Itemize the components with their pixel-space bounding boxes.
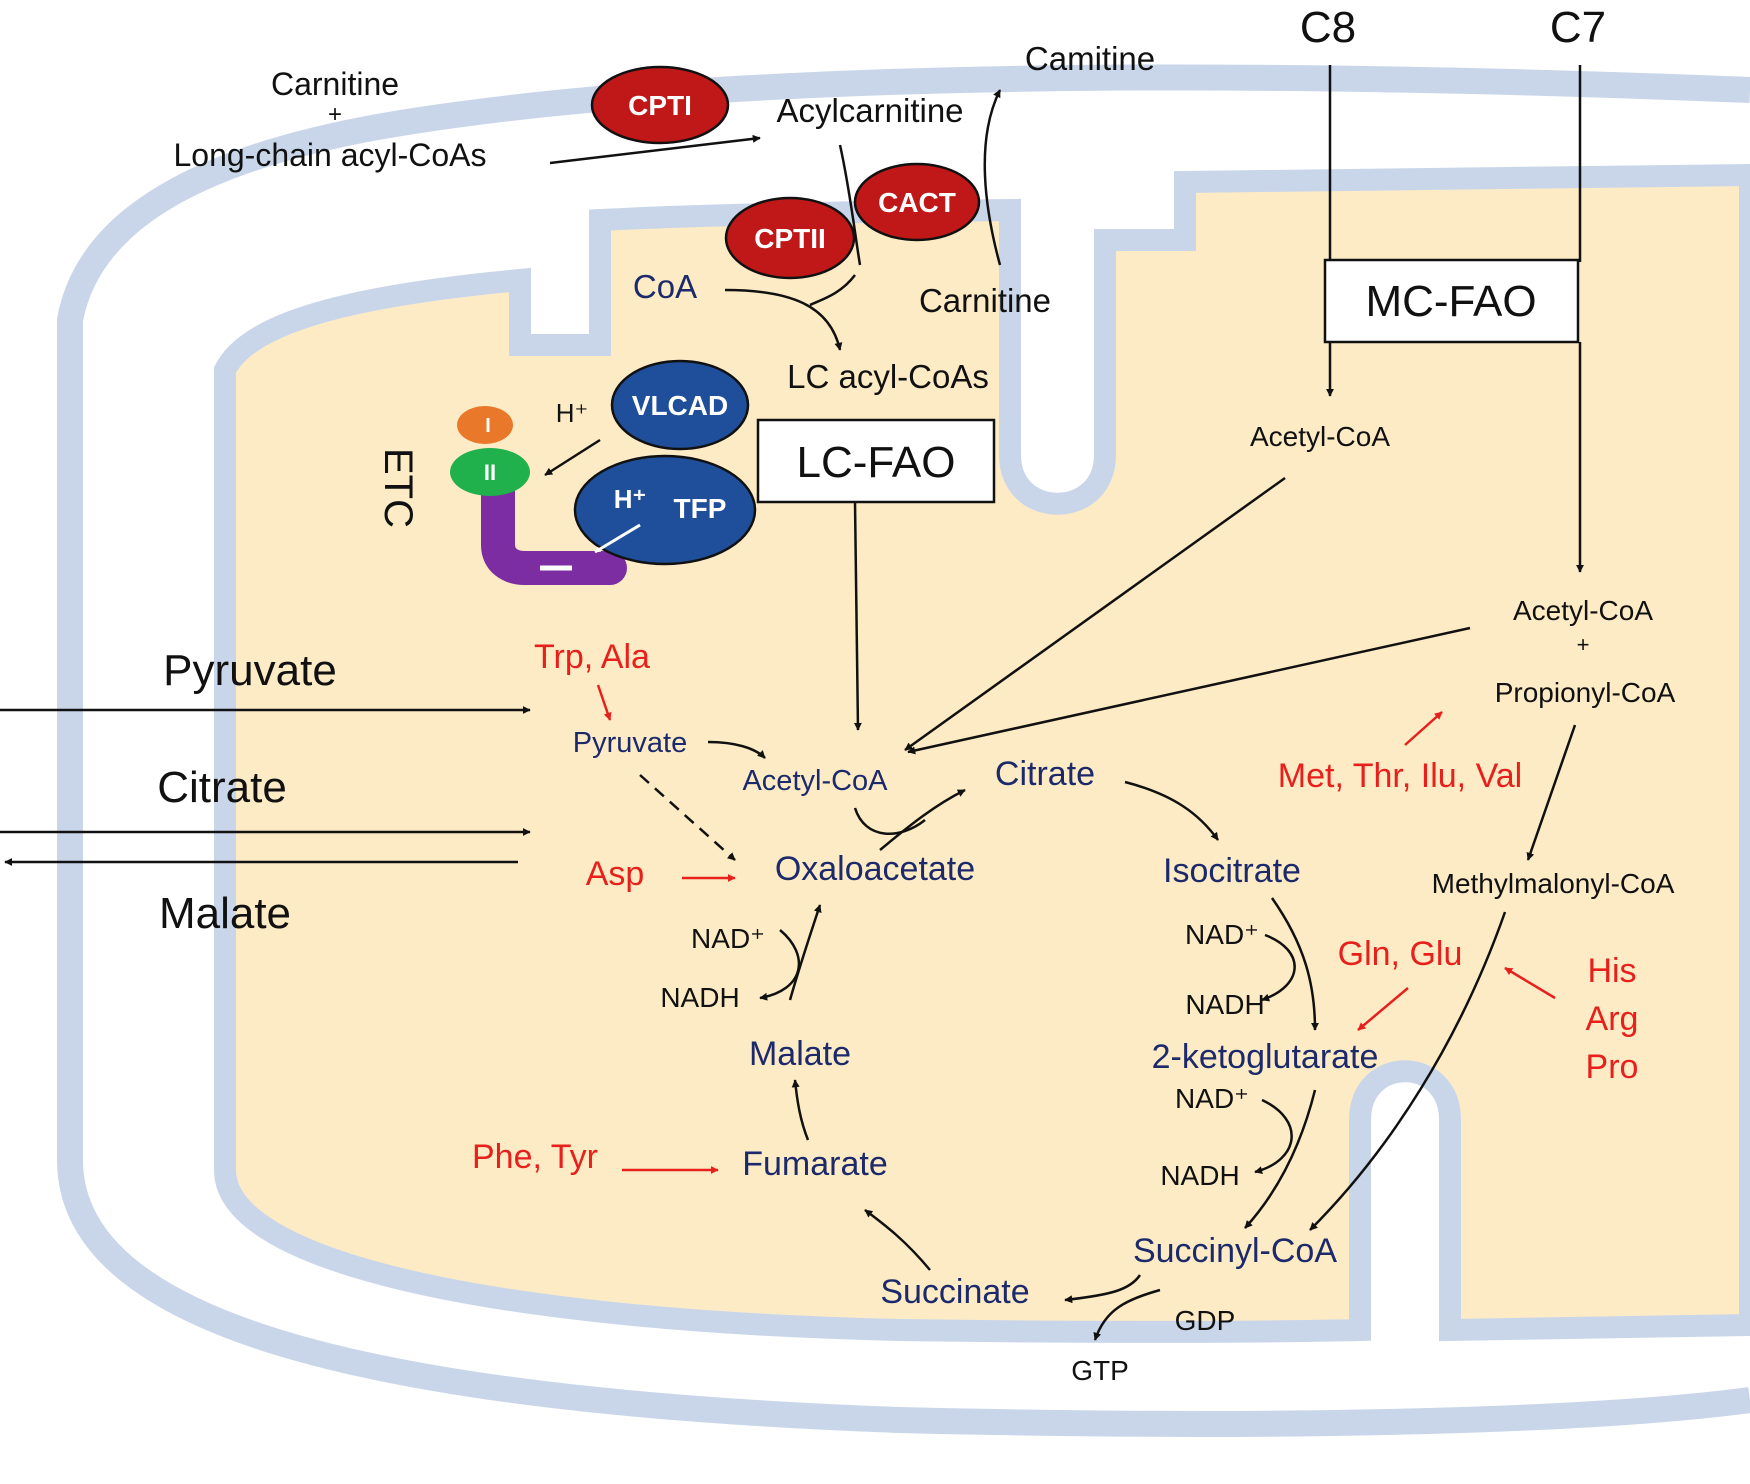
cact-label: CACT — [878, 187, 956, 218]
ketoglutarate-to-succinyl-arrow — [1244, 1089, 1317, 1229]
succinyl-coa-label: Succinyl-CoA — [1133, 1232, 1337, 1270]
etc-complex-purple — [481, 468, 627, 585]
vlcad-enzyme — [610, 359, 750, 451]
cpt1-enzyme — [590, 65, 730, 145]
pyruvate-cytosol-label: Pyruvate — [163, 646, 337, 695]
mc-fao-box — [1323, 258, 1580, 344]
nadh-label-2: NADH — [1185, 989, 1264, 1020]
malate-matrix-label: Malate — [749, 1035, 851, 1073]
malate-to-oxaloacetate-arrow — [788, 904, 822, 1001]
acetyl-coa-c7-label: Acetyl-CoA — [1513, 595, 1653, 626]
lc-acyl-coas-label: LC acyl-CoAs — [787, 358, 989, 395]
asp-label: Asp — [586, 855, 645, 893]
cact-enzyme — [853, 162, 981, 242]
succinate-to-fumarate-arrow — [864, 1209, 931, 1271]
his-arg-pro-arrow — [1504, 966, 1556, 1000]
etc-complex-ii-label: II — [484, 460, 496, 485]
carnitine-input-label: Carnitine — [271, 66, 399, 102]
lc-fao-label: LC-FAO — [797, 438, 956, 487]
h-plus-label-1: H⁺ — [556, 398, 589, 428]
plus-c7: + — [1577, 632, 1590, 657]
cpt2-enzyme — [724, 196, 856, 280]
methylmalonyl-coa-label: Methylmalonyl-CoA — [1432, 868, 1675, 899]
vlcad-to-etc-arrow — [544, 438, 601, 477]
nad-nadh-curve-1 — [759, 929, 800, 1001]
acetyl-coa-tca-label: Acetyl-CoA — [742, 765, 888, 797]
mc-acetyl-coa-to-tca-arrow — [904, 476, 1286, 752]
citrate-matrix-label: Citrate — [995, 755, 1095, 793]
ketoglutarate-label: 2-ketoglutarate — [1152, 1038, 1379, 1076]
oxaloacetate-label: Oxaloacetate — [775, 850, 975, 888]
carnitine-export-arrow — [983, 89, 1002, 266]
isocitrate-label: Isocitrate — [1163, 852, 1301, 890]
etc-complex-i-label: I — [485, 415, 491, 437]
malate-cytosol-label: Malate — [159, 889, 291, 938]
arrow-to-acylcarnitine — [549, 134, 761, 165]
tfp-to-etc-arrow — [594, 523, 641, 554]
coa-label: CoA — [633, 268, 697, 305]
propionyl-to-methylmalonyl-arrow — [1526, 724, 1577, 861]
c7-acetyl-coa-to-tca-arrow — [907, 626, 1471, 755]
cpt1-label: CPTI — [628, 90, 692, 121]
met-thr-ilu-val-label: Met, Thr, Ilu, Val — [1278, 757, 1522, 795]
isocitrate-to-ketoglutarate-arrow — [1270, 897, 1319, 1031]
lc-fao-to-acetyl-coa-arrow — [853, 501, 862, 731]
nad-label-1: NAD⁺ — [691, 923, 765, 954]
acylcarnitine-label: Acylcarnitine — [776, 92, 963, 129]
tfp-label: TFP — [674, 493, 727, 524]
pro-label: Pro — [1586, 1048, 1639, 1086]
citrate-to-isocitrate-arrow — [1124, 780, 1220, 841]
gln-glu-label: Gln, Glu — [1338, 935, 1463, 973]
citrate-cytosol-label: Citrate — [157, 763, 287, 812]
c7-label: C7 — [1550, 3, 1606, 52]
fumarate-label: Fumarate — [742, 1145, 888, 1183]
c8-label: C8 — [1300, 3, 1356, 52]
nadh-label-1: NADH — [660, 982, 739, 1013]
mc-fao-label: MC-FAO — [1365, 277, 1536, 326]
inner-membrane-matrix — [214, 163, 1750, 1343]
coa-to-lc-acyl-coas-arrow — [724, 288, 843, 351]
trp-ala-arrow — [596, 684, 612, 721]
succinyl-to-succinate-arrow — [1064, 1274, 1142, 1304]
etc-label: ETC — [376, 448, 420, 528]
nad-label-3: NAD⁺ — [1175, 1083, 1249, 1114]
met-thr-ilu-val-arrow — [1404, 711, 1443, 746]
acetyl-coa-mc-label: Acetyl-CoA — [1250, 421, 1390, 452]
nad-label-2: NAD⁺ — [1185, 919, 1259, 950]
gtp-label: GTP — [1071, 1355, 1129, 1386]
plus-sign: + — [328, 101, 342, 128]
pyruvate-matrix-label: Pyruvate — [573, 727, 687, 759]
h-plus-label-2: H⁺ — [614, 484, 647, 514]
etc-complex-green — [450, 448, 530, 496]
gdp-label: GDP — [1175, 1305, 1236, 1336]
nadh-label-3: NADH — [1160, 1160, 1239, 1191]
methylmalonyl-to-succinyl-arrow — [1309, 911, 1507, 1231]
pyruvate-to-oxaloacetate-dashed — [639, 774, 736, 861]
arg-label: Arg — [1586, 1000, 1639, 1038]
acylcarnitine-to-cpt2-line — [838, 144, 862, 266]
nad-nadh-curve-3 — [1254, 1098, 1293, 1175]
carnitine-cytosol-label: Camitine — [1025, 40, 1155, 77]
carnitine-matrix-label: Carnitine — [919, 282, 1051, 319]
phe-tyr-label: Phe, Tyr — [472, 1138, 598, 1176]
cpt2-label: CPTII — [754, 223, 826, 254]
his-label: His — [1587, 952, 1636, 990]
long-chain-acyl-coas-label: Long-chain acyl-CoAs — [173, 137, 486, 173]
trp-ala-label: Trp, Ala — [534, 638, 650, 676]
nad-nadh-curve-2 — [1261, 933, 1296, 1002]
oxaloacetate-to-citrate-arrow — [879, 788, 966, 851]
etc-complex-orange — [457, 406, 513, 444]
gdp-gtp-curve — [1093, 1288, 1161, 1341]
vlcad-label: VLCAD — [632, 390, 728, 421]
succinate-label: Succinate — [880, 1273, 1029, 1311]
lc-fao-box — [756, 418, 996, 504]
pyruvate-to-acetyl-coa-arrow — [707, 740, 766, 759]
acetyl-coa-condense-curve — [853, 807, 926, 835]
fumarate-to-malate-arrow — [791, 1079, 810, 1141]
outer-membrane — [57, 64, 1750, 1437]
propionyl-coa-label: Propionyl-CoA — [1495, 677, 1676, 708]
gln-glu-arrow — [1357, 987, 1409, 1031]
cpt2-stem-line — [809, 274, 856, 307]
